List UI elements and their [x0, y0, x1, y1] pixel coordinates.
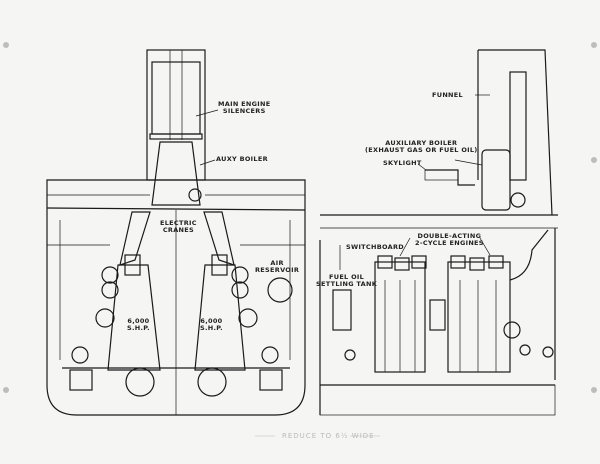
label-shp-left: 6,000 S.H.P. [127, 317, 150, 332]
label-auxiliary-boiler: AUXILIARY BOILER (EXHAUST GAS OR FUEL OI… [365, 139, 478, 154]
cross-section-right [319, 49, 558, 416]
punch-hole [591, 387, 597, 393]
label-electric-cranes: ELECTRIC CRANES [160, 219, 197, 234]
label-switchboard: SWITCHBOARD [346, 243, 404, 251]
label-fuel-oil-settling-tank: FUEL OIL SETTLING TANK [316, 273, 378, 288]
cross-section-left [46, 49, 306, 416]
punch-hole [591, 42, 597, 48]
label-skylight: SKYLIGHT [383, 159, 422, 167]
label-double-acting-engines: DOUBLE-ACTING 2-CYCLE ENGINES [415, 232, 484, 247]
label-shp-right: 6,000 S.H.P. [200, 317, 223, 332]
punch-hole [591, 157, 597, 163]
label-main-engine-silencers: MAIN ENGINE SILENCERS [218, 100, 271, 115]
punch-hole [3, 387, 9, 393]
air-reservoir-tank [267, 277, 293, 303]
label-funnel: FUNNEL [432, 91, 463, 99]
punch-hole [3, 42, 9, 48]
label-auxy-boiler: AUXY BOILER [216, 155, 268, 163]
label-air-reservoir: AIR RESERVOIR [255, 259, 300, 274]
pencil-note: REDUCE TO 6½ WIDE [282, 432, 375, 440]
